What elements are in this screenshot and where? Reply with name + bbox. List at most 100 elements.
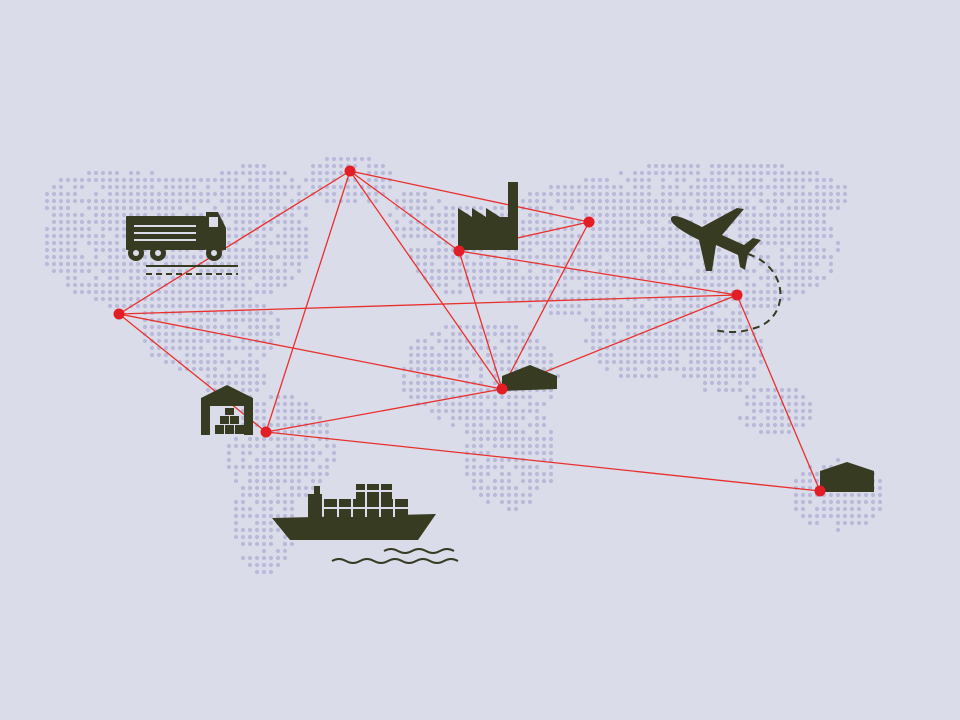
map-dot xyxy=(303,240,309,246)
map-dot xyxy=(51,205,57,211)
map-dot xyxy=(562,303,568,309)
map-dot xyxy=(625,324,631,330)
map-dot xyxy=(401,198,407,204)
map-dot xyxy=(142,338,148,344)
map-dot xyxy=(548,184,554,190)
map-dot xyxy=(744,177,750,183)
map-dot xyxy=(282,436,288,442)
map-dot xyxy=(667,233,673,239)
map-dot xyxy=(765,219,771,225)
map-dot xyxy=(114,303,120,309)
map-dot xyxy=(499,457,505,463)
map-dot xyxy=(506,289,512,295)
map-dot xyxy=(821,254,827,260)
map-dot xyxy=(58,233,64,239)
route-line xyxy=(458,250,738,296)
map-dot xyxy=(471,422,477,428)
map-dot xyxy=(198,289,204,295)
map-dot xyxy=(233,184,239,190)
map-dot xyxy=(814,506,820,512)
map-dot xyxy=(786,387,792,393)
map-dot xyxy=(191,331,197,337)
map-dot xyxy=(226,457,232,463)
map-dot xyxy=(793,415,799,421)
map-dot xyxy=(478,471,484,477)
map-dot xyxy=(443,324,449,330)
route-line xyxy=(349,170,503,390)
map-dot xyxy=(170,268,176,274)
map-dot xyxy=(261,450,267,456)
map-dot xyxy=(303,226,309,232)
map-dot xyxy=(135,268,141,274)
map-dot xyxy=(520,492,526,498)
map-dot xyxy=(450,254,456,260)
map-dot xyxy=(744,170,750,176)
map-dot xyxy=(590,303,596,309)
map-dot xyxy=(114,254,120,260)
map-dot xyxy=(107,184,113,190)
map-dot xyxy=(72,226,78,232)
map-dot xyxy=(457,359,463,365)
map-dot xyxy=(765,226,771,232)
map-dot xyxy=(450,268,456,274)
map-dot xyxy=(688,261,694,267)
map-dot xyxy=(681,303,687,309)
map-dot xyxy=(471,436,477,442)
map-dot xyxy=(485,471,491,477)
map-dot xyxy=(681,261,687,267)
map-dot xyxy=(499,324,505,330)
map-dot xyxy=(765,415,771,421)
map-dot xyxy=(751,296,757,302)
map-dot xyxy=(485,261,491,267)
map-dot xyxy=(261,485,267,491)
map-dot xyxy=(184,338,190,344)
map-dot xyxy=(828,506,834,512)
map-dot xyxy=(646,345,652,351)
map-dot xyxy=(632,289,638,295)
route-line xyxy=(458,250,503,390)
map-dot xyxy=(107,191,113,197)
map-dot xyxy=(758,198,764,204)
map-dot xyxy=(317,471,323,477)
map-dot xyxy=(240,205,246,211)
map-dot xyxy=(709,198,715,204)
map-dot xyxy=(254,282,260,288)
map-dot xyxy=(289,177,295,183)
map-dot xyxy=(247,471,253,477)
map-dot xyxy=(436,408,442,414)
route-line xyxy=(118,313,503,390)
map-dot xyxy=(247,485,253,491)
map-dot xyxy=(569,268,575,274)
map-dot xyxy=(254,534,260,540)
map-dot xyxy=(233,324,239,330)
map-dot xyxy=(548,359,554,365)
map-dot xyxy=(744,352,750,358)
map-dot xyxy=(268,338,274,344)
map-dot xyxy=(737,324,743,330)
map-dot xyxy=(338,163,344,169)
map-dot xyxy=(611,282,617,288)
map-dot xyxy=(737,331,743,337)
map-dot xyxy=(184,317,190,323)
map-dot xyxy=(254,289,260,295)
map-dot xyxy=(513,261,519,267)
map-dot xyxy=(800,205,806,211)
map-dot xyxy=(254,478,260,484)
map-dot xyxy=(135,198,141,204)
map-dot xyxy=(765,394,771,400)
map-dot xyxy=(128,184,134,190)
map-dot xyxy=(317,422,323,428)
map-dot xyxy=(611,338,617,344)
map-dot xyxy=(492,394,498,400)
map-dot xyxy=(296,268,302,274)
map-dot xyxy=(282,191,288,197)
map-dot xyxy=(86,226,92,232)
map-dot xyxy=(310,184,316,190)
map-dot xyxy=(716,254,722,260)
map-dot xyxy=(660,226,666,232)
map-dot xyxy=(723,373,729,379)
map-dot xyxy=(611,219,617,225)
map-dot xyxy=(212,324,218,330)
map-dot xyxy=(135,289,141,295)
map-dot xyxy=(709,191,715,197)
